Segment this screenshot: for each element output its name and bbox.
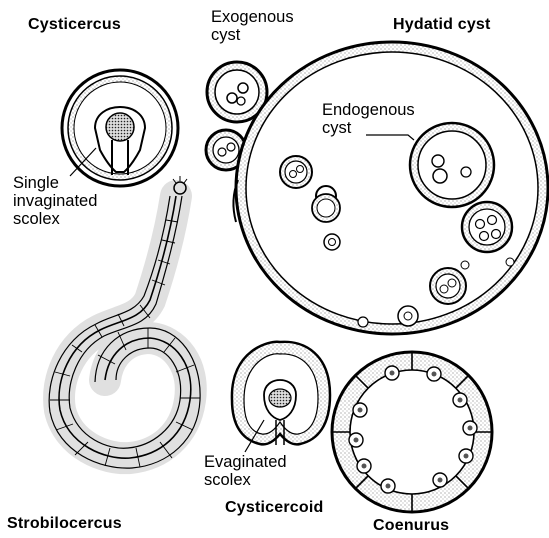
label-cysticercus: Cysticercus: [28, 17, 121, 33]
label-cysticercoid: Cysticercoid: [225, 500, 323, 516]
label-hydatid-cyst: Hydatid cyst: [393, 17, 491, 33]
label-exogenous-cyst: Exogenous cyst: [211, 8, 294, 44]
label-coenurus: Coenurus: [373, 518, 449, 534]
label-single-invaginated-scolex: Single invaginated scolex: [13, 174, 97, 228]
cysticercus-drawing: [62, 70, 178, 186]
hydatid-cyst-drawing: [233, 42, 548, 334]
cysticercoid-drawing: [232, 342, 330, 445]
coenurus-drawing: [332, 352, 492, 512]
label-endogenous-cyst: Endogenous cyst: [322, 101, 415, 137]
label-evaginated-scolex: Evaginated scolex: [204, 453, 287, 489]
label-strobilocercus: Strobilocercus: [7, 516, 122, 532]
